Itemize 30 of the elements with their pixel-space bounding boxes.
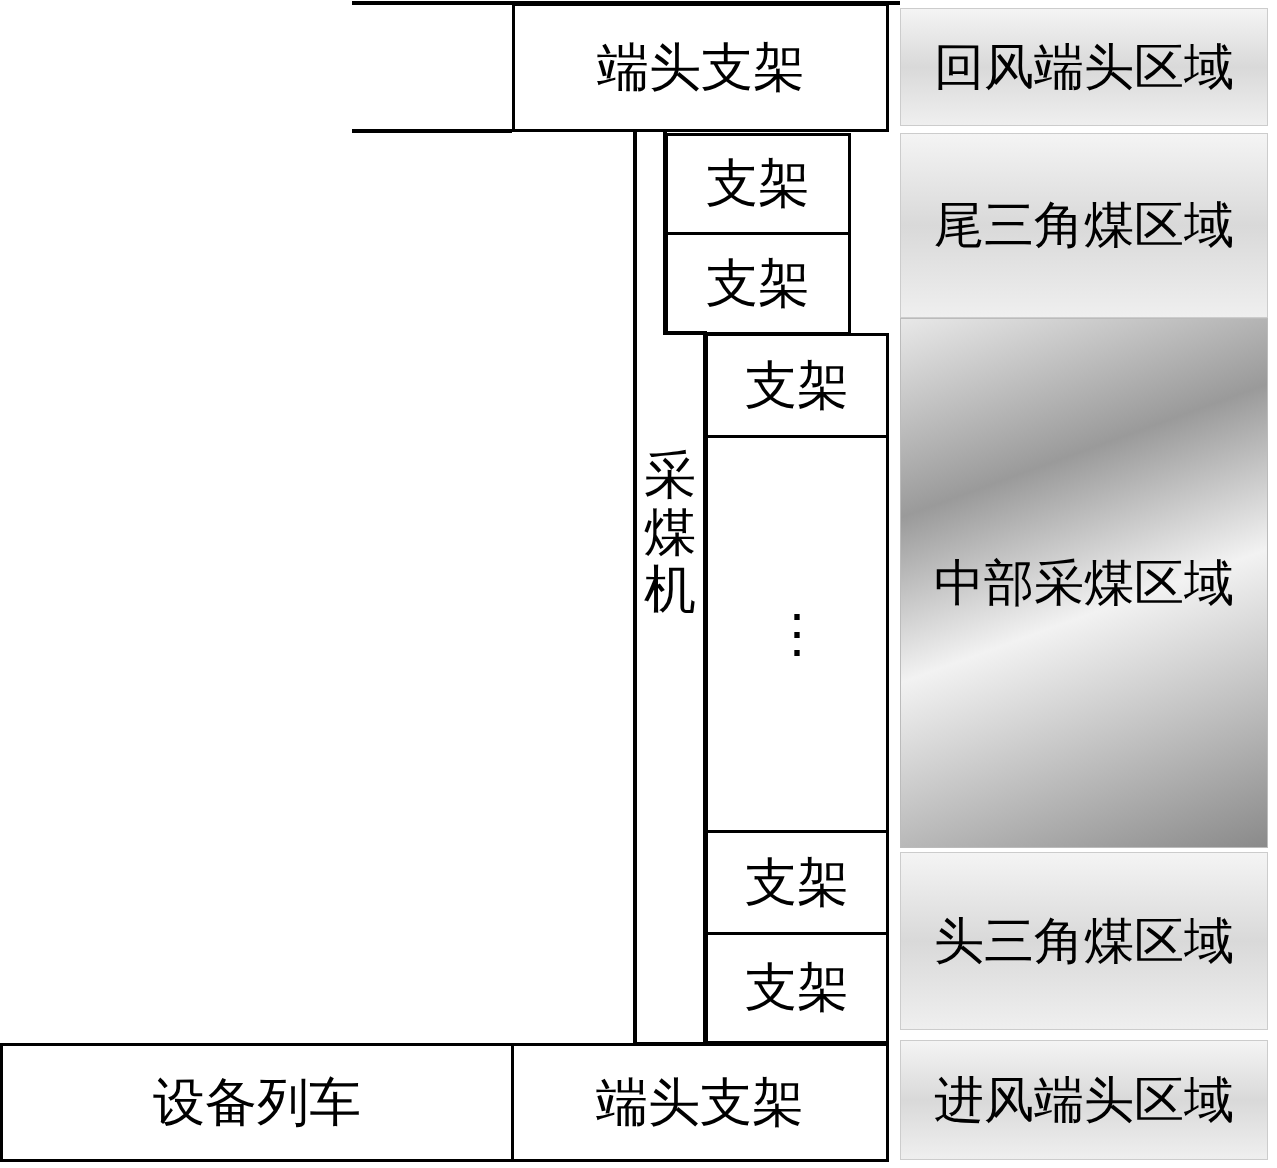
- support-box: [705, 333, 889, 438]
- support-box: [705, 932, 889, 1044]
- support-box: [705, 830, 889, 935]
- region-band: [900, 8, 1268, 126]
- shearer-column: [635, 131, 705, 1044]
- region-label: 回风端头区域: [934, 39, 1234, 95]
- region-label: 尾三角煤区域: [934, 198, 1234, 253]
- region-band: [900, 852, 1268, 1030]
- shearer-label: 采煤机: [644, 446, 696, 619]
- support-label: ⋮: [771, 605, 823, 663]
- region-label: 头三角煤区域: [934, 913, 1234, 969]
- support-label: 端头支架: [596, 38, 805, 97]
- support-label: 设备列车: [153, 1073, 361, 1132]
- support-label: 支架: [745, 356, 849, 415]
- support-label: 支架: [706, 155, 810, 213]
- support-box: [511, 1043, 889, 1162]
- region-label: 进风端头区域: [934, 1072, 1234, 1128]
- support-label: 支架: [745, 959, 849, 1017]
- support-label: 支架: [745, 853, 849, 912]
- support-box: [512, 3, 889, 132]
- support-box: [665, 232, 851, 335]
- support-box: [0, 1043, 514, 1162]
- region-label: 中部采煤区域: [934, 555, 1234, 611]
- region-band: [900, 318, 1268, 848]
- support-label: 端头支架: [596, 1073, 804, 1132]
- support-box: [665, 133, 851, 235]
- support-label: 支架: [706, 254, 810, 313]
- region-band: [900, 1040, 1268, 1160]
- support-box: [705, 435, 889, 833]
- region-band: [900, 133, 1268, 318]
